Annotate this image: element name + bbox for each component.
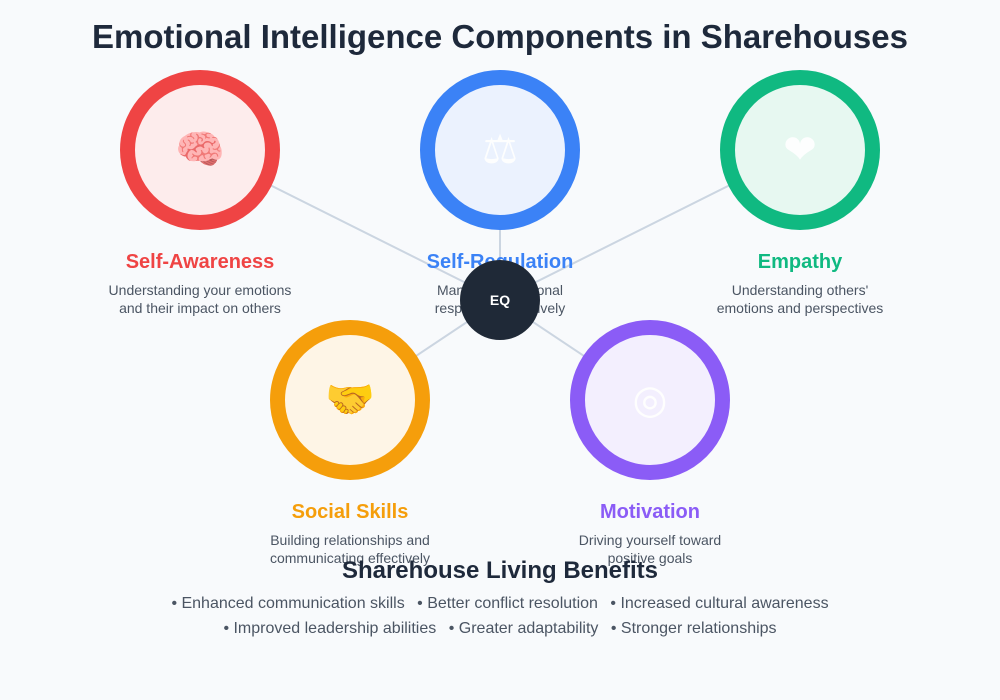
motivation-circle: ◎ (570, 320, 730, 480)
motivation-description: Driving yourself toward positive goals (578, 532, 722, 566)
target-icon: ◎ (632, 378, 668, 422)
self-regulation-circle: ⚖ (420, 70, 580, 230)
benefit-item: • Increased cultural awareness (610, 595, 829, 612)
benefit-item: • Better conflict resolution (417, 595, 598, 612)
handshake-icon: 🤝 (325, 378, 375, 422)
eq-hub: EQ (460, 260, 540, 340)
empathy-title: Empathy (757, 251, 843, 273)
benefit-item: • Enhanced communication skills (171, 595, 405, 612)
balance-scale-icon: ⚖ (482, 128, 518, 172)
benefit-item: • Improved leadership abilities (223, 620, 437, 637)
page-title: Emotional Intelligence Components in Sha… (92, 18, 908, 55)
social-skills-circle: 🤝 (270, 320, 430, 480)
social-skills-description: Building relationships and communicating… (269, 532, 431, 566)
empathy-description: Understanding others' emotions and persp… (716, 282, 884, 316)
self-awareness-title: Self-Awareness (125, 251, 275, 273)
benefit-item: • Greater adaptability (448, 620, 599, 637)
social-skills-title: Social Skills (291, 501, 409, 523)
empathy-circle: ❤ (720, 70, 880, 230)
benefits-row-1: • Enhanced communication skills • Better… (0, 595, 1000, 613)
benefit-item: • Stronger relationships (610, 620, 777, 637)
brain-icon: 🧠 (175, 128, 225, 172)
motivation-title: Motivation (600, 501, 700, 523)
benefits-row-2: • Improved leadership abilities • Greate… (0, 620, 1000, 638)
benefits-title: Sharehouse Living Benefits (341, 557, 659, 584)
heart-icon: ❤ (783, 128, 817, 172)
self-awareness-description: Understanding your emotions and their im… (108, 282, 292, 316)
self-awareness-circle: 🧠 (120, 70, 280, 230)
